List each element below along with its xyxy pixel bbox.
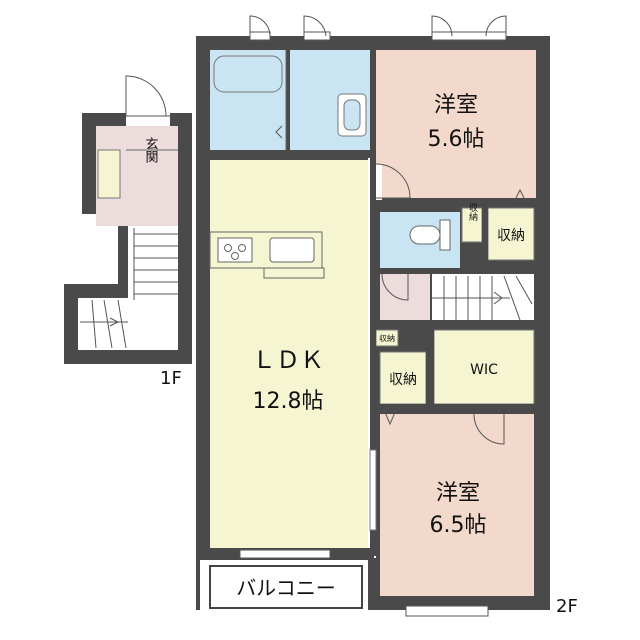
storage-left-name: 収納 xyxy=(389,372,417,388)
first-floor-label: 1F xyxy=(160,368,182,389)
bottom-window xyxy=(405,605,489,617)
first-floor-lower-wall xyxy=(64,284,82,364)
western-room-bottom-door-swing xyxy=(473,413,505,445)
storage-left-floor xyxy=(379,351,427,405)
storage-left-door-mark xyxy=(383,409,397,426)
balcony-rail xyxy=(209,565,363,609)
stair-hall-floor xyxy=(380,274,430,320)
ldk-door-gap xyxy=(376,164,382,200)
western-room-top-size: 5.6帖 xyxy=(428,127,485,152)
entrance-door-swing xyxy=(125,75,167,117)
second-floor: 洋室 5.6帖 収納 収納 収納 ＬＤＫ 12.8帖 収納 WIC 洋室 6.5… xyxy=(196,15,578,617)
first-floor: 玄関 1F xyxy=(64,75,192,389)
kitchen-stove xyxy=(217,237,253,263)
first-floor-lower-wall-bottom xyxy=(64,350,192,364)
ldk-name: ＬＤＫ xyxy=(252,346,324,374)
bathroom-door-mark xyxy=(275,125,283,139)
storage-small-top-name: 収納 xyxy=(467,202,478,222)
first-floor-stair-area xyxy=(128,226,178,350)
western-room-bottom-size: 6.5帖 xyxy=(430,513,487,538)
balcony-name: バルコニー xyxy=(236,576,336,600)
washbasin-bowl xyxy=(343,99,361,131)
kitchen-peninsula xyxy=(263,267,325,279)
western-room-top-floor xyxy=(376,50,536,198)
western-room-bottom-floor xyxy=(380,414,534,596)
entrance-shoe-box xyxy=(97,149,121,199)
toilet-tank xyxy=(439,219,451,251)
entrance-label: 玄関 xyxy=(143,137,159,164)
second-floor-stairs xyxy=(432,275,533,321)
side-window xyxy=(369,449,377,531)
storage-small-mid-name: 収納 xyxy=(379,333,395,343)
ldk-door-swing xyxy=(375,163,411,199)
ldk-floor xyxy=(210,160,368,548)
wic-name: WIC xyxy=(470,362,498,378)
first-floor-lower-wall-top xyxy=(64,284,128,298)
storage-right-floor xyxy=(487,207,535,261)
entrance-door-gap xyxy=(126,113,170,126)
toilet-basin xyxy=(409,225,441,245)
storage-right-name: 収納 xyxy=(497,228,525,244)
ldk-size: 12.8帖 xyxy=(253,389,324,414)
kitchen-sink xyxy=(269,237,315,263)
first-floor-stairs xyxy=(80,228,178,349)
western-room-bottom-name: 洋室 xyxy=(436,481,480,506)
storage-right-door-mark xyxy=(513,188,527,203)
first-floor-lower-fill xyxy=(78,298,128,350)
balcony-window xyxy=(239,549,331,559)
top-windows xyxy=(249,15,507,41)
second-floor-label: 2F xyxy=(556,596,578,617)
toilet-door-swing xyxy=(381,273,409,301)
bathtub xyxy=(213,55,283,93)
western-room-top-name: 洋室 xyxy=(434,93,478,118)
